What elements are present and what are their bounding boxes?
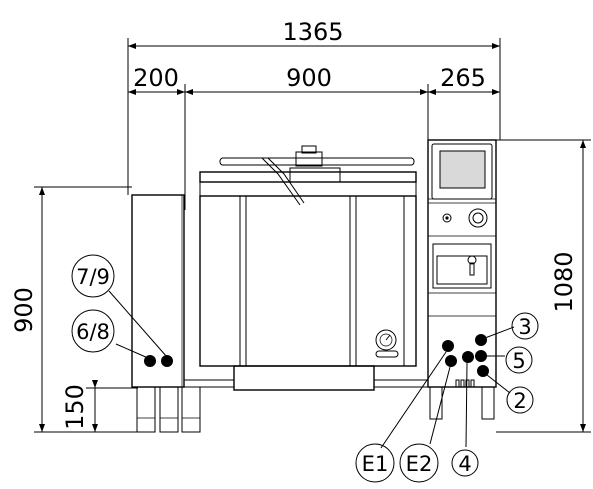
callout-3-label: 3 <box>518 315 531 339</box>
port-e2 <box>445 355 457 367</box>
callout-e1-label: E1 <box>362 452 389 476</box>
control-cabinet <box>427 139 497 420</box>
dim-left-height: 900 <box>10 287 38 333</box>
port-4 <box>462 351 474 363</box>
port-e1 <box>442 340 454 352</box>
left-cabinet <box>131 194 201 433</box>
kettle <box>184 145 428 391</box>
callout-5: 5 <box>505 346 533 374</box>
dim-total-width: 1365 <box>282 18 343 46</box>
callout-6-8-label: 6/8 <box>76 320 110 344</box>
callout-6-8: 6/8 <box>71 309 115 353</box>
leader-lines <box>108 290 515 449</box>
callout-e1: E1 <box>355 443 395 483</box>
callout-5-label: 5 <box>512 349 525 373</box>
callout-7-9: 7/9 <box>71 254 115 298</box>
port-2 <box>477 365 489 377</box>
callout-7-9-label: 7/9 <box>76 265 110 289</box>
callout-3: 3 <box>511 312 539 340</box>
callout-4: 4 <box>451 449 479 477</box>
callout-2-label: 2 <box>513 389 526 413</box>
dim-left-width: 200 <box>133 64 179 92</box>
dim-leg-height: 150 <box>61 384 89 430</box>
port-5 <box>475 350 487 362</box>
dim-right-width: 265 <box>440 64 486 92</box>
port-7-9 <box>161 355 173 367</box>
callout-e2-label: E2 <box>406 452 433 476</box>
callout-2: 2 <box>506 386 534 414</box>
dim-center-width: 900 <box>286 64 332 92</box>
touchscreen <box>439 150 486 189</box>
port-3 <box>475 334 487 346</box>
dimension-lines <box>34 38 591 433</box>
callout-4-label: 4 <box>458 452 471 476</box>
callout-e2: E2 <box>399 443 439 483</box>
dim-right-height: 1080 <box>550 251 578 312</box>
